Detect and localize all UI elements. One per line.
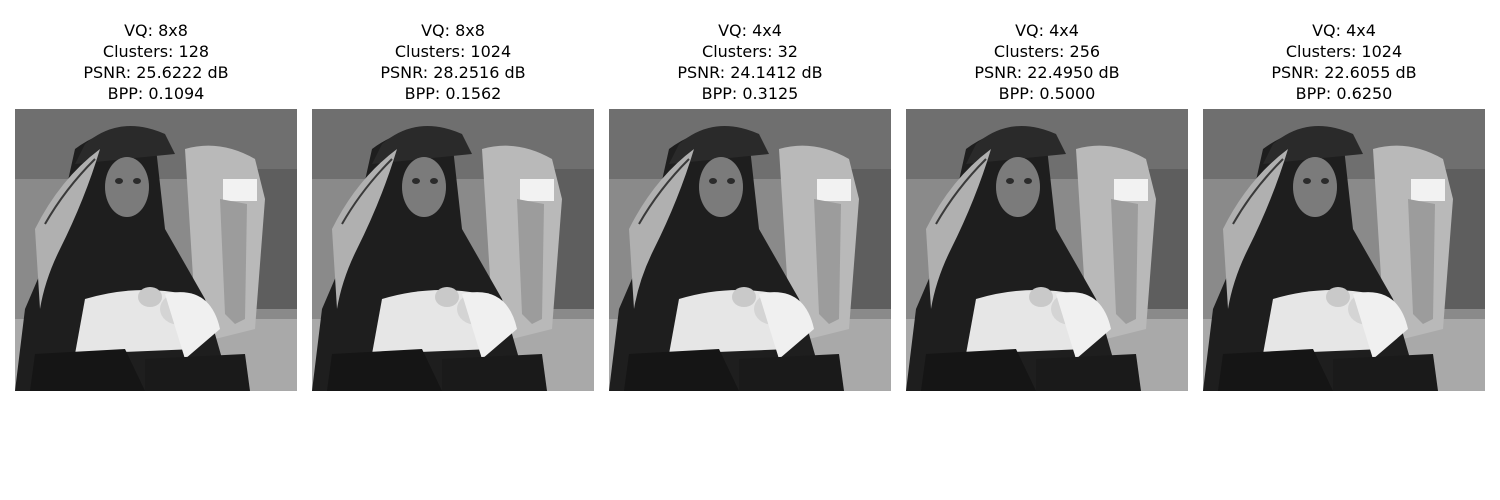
psnr-value: PSNR: 22.6055 dB <box>1271 63 1417 82</box>
figure-panel-1: VQ: 8x8 Clusters: 128 PSNR: 25.6222 dB B… <box>15 20 297 391</box>
vq-block-size: VQ: 4x4 <box>718 21 782 40</box>
bpp-value: BPP: 0.1562 <box>404 84 502 103</box>
portrait-photo <box>609 109 891 391</box>
psnr-value: PSNR: 24.1412 dB <box>677 63 823 82</box>
figure-panel-5: VQ: 4x4 Clusters: 1024 PSNR: 22.6055 dB … <box>1203 20 1485 391</box>
panel-title: VQ: 4x4 Clusters: 1024 PSNR: 22.6055 dB … <box>1203 20 1485 108</box>
cluster-count: Clusters: 256 <box>993 42 1101 61</box>
psnr-value: PSNR: 22.4950 dB <box>974 63 1120 82</box>
vq-block-size: VQ: 4x4 <box>1312 21 1376 40</box>
vq-block-size: VQ: 8x8 <box>124 21 188 40</box>
figure-panel-3: VQ: 4x4 Clusters: 32 PSNR: 24.1412 dB BP… <box>609 20 891 391</box>
quantized-image <box>15 109 297 391</box>
panel-title: VQ: 8x8 Clusters: 1024 PSNR: 28.2516 dB … <box>312 20 594 108</box>
figure-panel-4: VQ: 4x4 Clusters: 256 PSNR: 22.4950 dB B… <box>906 20 1188 391</box>
cluster-count: Clusters: 1024 <box>394 42 512 61</box>
bpp-value: BPP: 0.1094 <box>107 84 205 103</box>
portrait-photo <box>312 109 594 391</box>
vq-block-size: VQ: 4x4 <box>1015 21 1079 40</box>
panel-title: VQ: 4x4 Clusters: 32 PSNR: 24.1412 dB BP… <box>609 20 891 108</box>
psnr-value: PSNR: 25.6222 dB <box>83 63 229 82</box>
portrait-photo <box>15 109 297 391</box>
panel-title: VQ: 4x4 Clusters: 256 PSNR: 22.4950 dB B… <box>906 20 1188 108</box>
quantized-image <box>609 109 891 391</box>
quantized-image <box>906 109 1188 391</box>
quantized-image <box>312 109 594 391</box>
quantized-image <box>1203 109 1485 391</box>
figure-panel-2: VQ: 8x8 Clusters: 1024 PSNR: 28.2516 dB … <box>312 20 594 391</box>
cluster-count: Clusters: 32 <box>702 42 798 61</box>
bpp-value: BPP: 0.6250 <box>1295 84 1393 103</box>
portrait-photo <box>1203 109 1485 391</box>
bpp-value: BPP: 0.5000 <box>998 84 1096 103</box>
cluster-count: Clusters: 1024 <box>1285 42 1403 61</box>
vq-block-size: VQ: 8x8 <box>421 21 485 40</box>
panel-title: VQ: 8x8 Clusters: 128 PSNR: 25.6222 dB B… <box>15 20 297 108</box>
cluster-count: Clusters: 128 <box>102 42 210 61</box>
portrait-photo <box>906 109 1188 391</box>
bpp-value: BPP: 0.3125 <box>701 84 799 103</box>
psnr-value: PSNR: 28.2516 dB <box>380 63 526 82</box>
